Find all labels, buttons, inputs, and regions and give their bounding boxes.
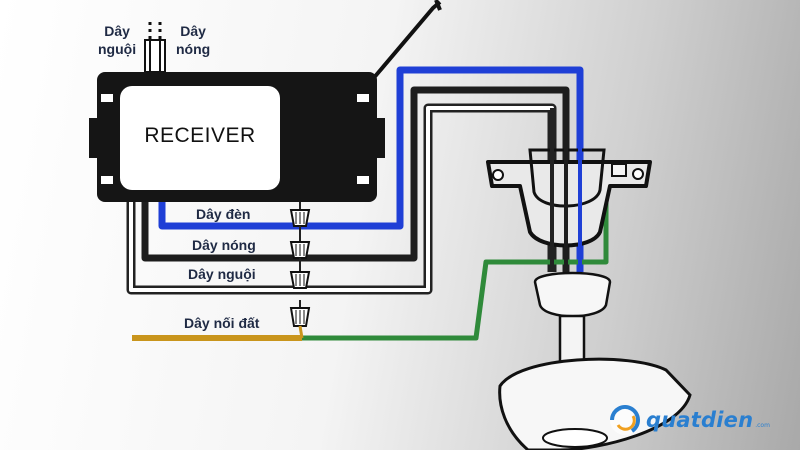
brand-name: quatdien	[646, 408, 754, 432]
neutral-input-label-line2: nguội	[98, 41, 137, 57]
ground-wire-label: Dây nối đất	[184, 315, 260, 331]
hot-input-label-line2: nóng	[176, 41, 211, 57]
hot-input-label: Dây nóng	[176, 22, 210, 58]
neutral-input-label: Dây nguội	[98, 22, 136, 58]
wire-nut-light	[289, 196, 311, 227]
brand-watermark: quatdien .com	[606, 402, 770, 438]
input-wires	[144, 22, 166, 73]
neutral-wire-label: Dây nguội	[188, 266, 256, 282]
fan-body	[498, 271, 692, 450]
light-wire-label: Dây đèn	[196, 206, 251, 222]
brand-suffix: .com	[755, 421, 770, 429]
hot-wire-label: Dây nóng	[192, 237, 256, 253]
mounting-bracket	[486, 148, 652, 248]
neutral-input-label-line1: Dây	[104, 23, 130, 39]
wire-nut-neutral	[289, 258, 311, 289]
brand-logo-icon	[610, 405, 640, 435]
receiver-label: RECEIVER	[144, 124, 256, 147]
wire-nut-hot	[289, 226, 311, 259]
hot-input-label-line1: Dây	[180, 23, 206, 39]
receiver-box	[89, 72, 385, 202]
wire-nut-ground	[289, 300, 311, 339]
